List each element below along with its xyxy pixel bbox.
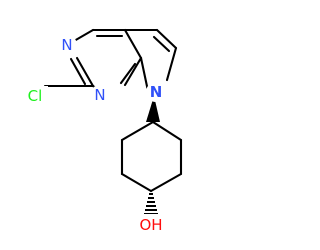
bond-n-c7a <box>139 56 150 93</box>
atom-n-pyrimidine-bottom: N <box>90 85 110 105</box>
atom-n-pyrrole: N <box>146 82 166 102</box>
bond-ring <box>151 120 183 142</box>
atom-hydroxyl: OH <box>136 214 166 236</box>
bond-c5-c6 <box>155 28 178 50</box>
bond-c4a-c7a <box>123 28 143 60</box>
atom-chlorine: Cl <box>22 86 48 106</box>
bond-ring <box>120 172 153 193</box>
bond-n-c4 <box>72 28 95 43</box>
chemical-structure: N N N Cl OH <box>22 28 183 236</box>
bond-c7a-n-inner <box>119 62 137 85</box>
svg-text:N: N <box>94 86 105 104</box>
svg-text:OH: OH <box>139 216 162 234</box>
svg-text:N: N <box>61 36 72 54</box>
svg-text:N: N <box>150 83 163 101</box>
atom-n-pyrimidine-top: N <box>57 35 77 55</box>
svg-text:Cl: Cl <box>28 87 43 105</box>
stereo-hash-bond <box>144 193 158 215</box>
bond-c7a-n <box>123 56 143 87</box>
bond-ring <box>120 120 155 142</box>
bond-c5-c6-inner <box>152 35 171 53</box>
bond-c6-n <box>165 46 178 82</box>
bond-c2-n-inner <box>69 57 87 86</box>
bond-c2-n <box>75 56 95 88</box>
stereo-wedge-bond <box>146 96 160 122</box>
bond-ring <box>149 172 183 193</box>
